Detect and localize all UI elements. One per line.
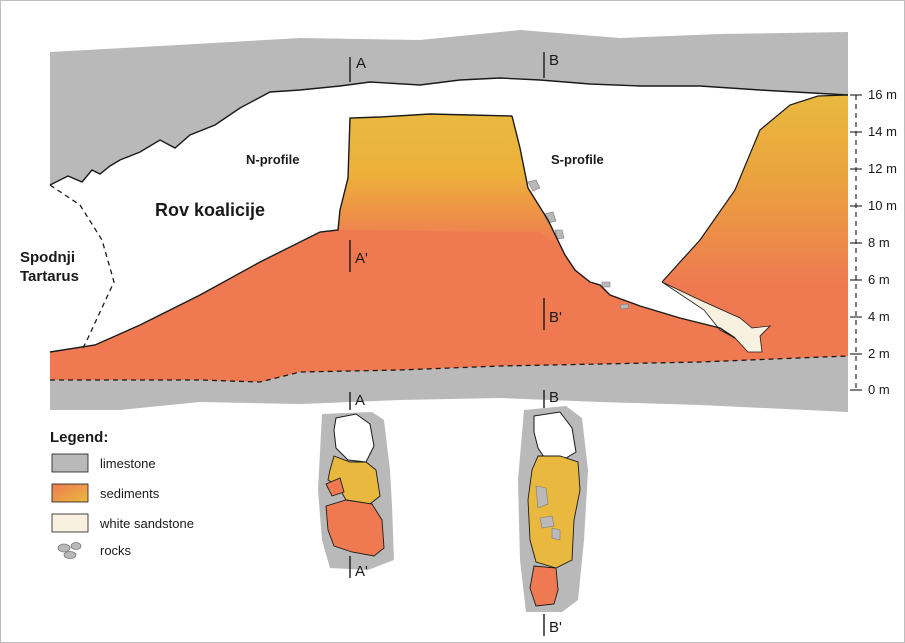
scale-tick-label: 10 m — [868, 198, 897, 213]
legend-title: Legend: — [50, 429, 108, 446]
s-profile-label: S-profile — [551, 152, 604, 167]
scale-tick-label: 2 m — [868, 346, 890, 361]
white-sandstone-swatch — [52, 514, 88, 532]
scale-tick-label: 8 m — [868, 235, 890, 250]
scale-tick-label: 6 m — [868, 272, 890, 287]
side-passage-label-line1: Spodnji — [20, 249, 75, 266]
side-passage-label-line2: Tartarus — [20, 268, 79, 285]
passage-name-label: Rov koalicije — [155, 200, 265, 220]
cross-section-b — [518, 390, 588, 636]
scale-tick-label: 4 m — [868, 309, 890, 324]
legend — [52, 454, 88, 559]
cross-section-b-bottom-label: B' — [549, 619, 562, 636]
n-profile-label: N-profile — [246, 152, 299, 167]
scale-tick-label: 14 m — [868, 124, 897, 139]
cross-section-a — [318, 392, 394, 578]
sediments-swatch — [52, 484, 88, 502]
cross-section-b-top-label: B — [549, 389, 559, 406]
limestone-swatch — [52, 454, 88, 472]
scale-tick-label: 16 m — [868, 87, 897, 102]
section-a-mid-label: A' — [355, 250, 368, 267]
scale-tick-label: 0 m — [868, 382, 890, 397]
legend-item-label: rocks — [100, 543, 132, 558]
legend-item-label: white sandstone — [99, 516, 194, 531]
legend-item-label: limestone — [100, 456, 156, 471]
section-b-mid-label: B' — [549, 309, 562, 326]
rocks-icon — [58, 543, 81, 559]
section-b-top-label: B — [549, 52, 559, 69]
cross-section-a-top-label: A — [355, 392, 365, 409]
scale-tick-label: 12 m — [868, 161, 897, 176]
height-scale — [850, 95, 862, 390]
sediment-right-wedge — [662, 95, 848, 356]
cross-section-a-bottom-label: A' — [355, 563, 368, 580]
section-a-top-label: A — [356, 55, 366, 72]
legend-item-label: sediments — [100, 486, 160, 501]
